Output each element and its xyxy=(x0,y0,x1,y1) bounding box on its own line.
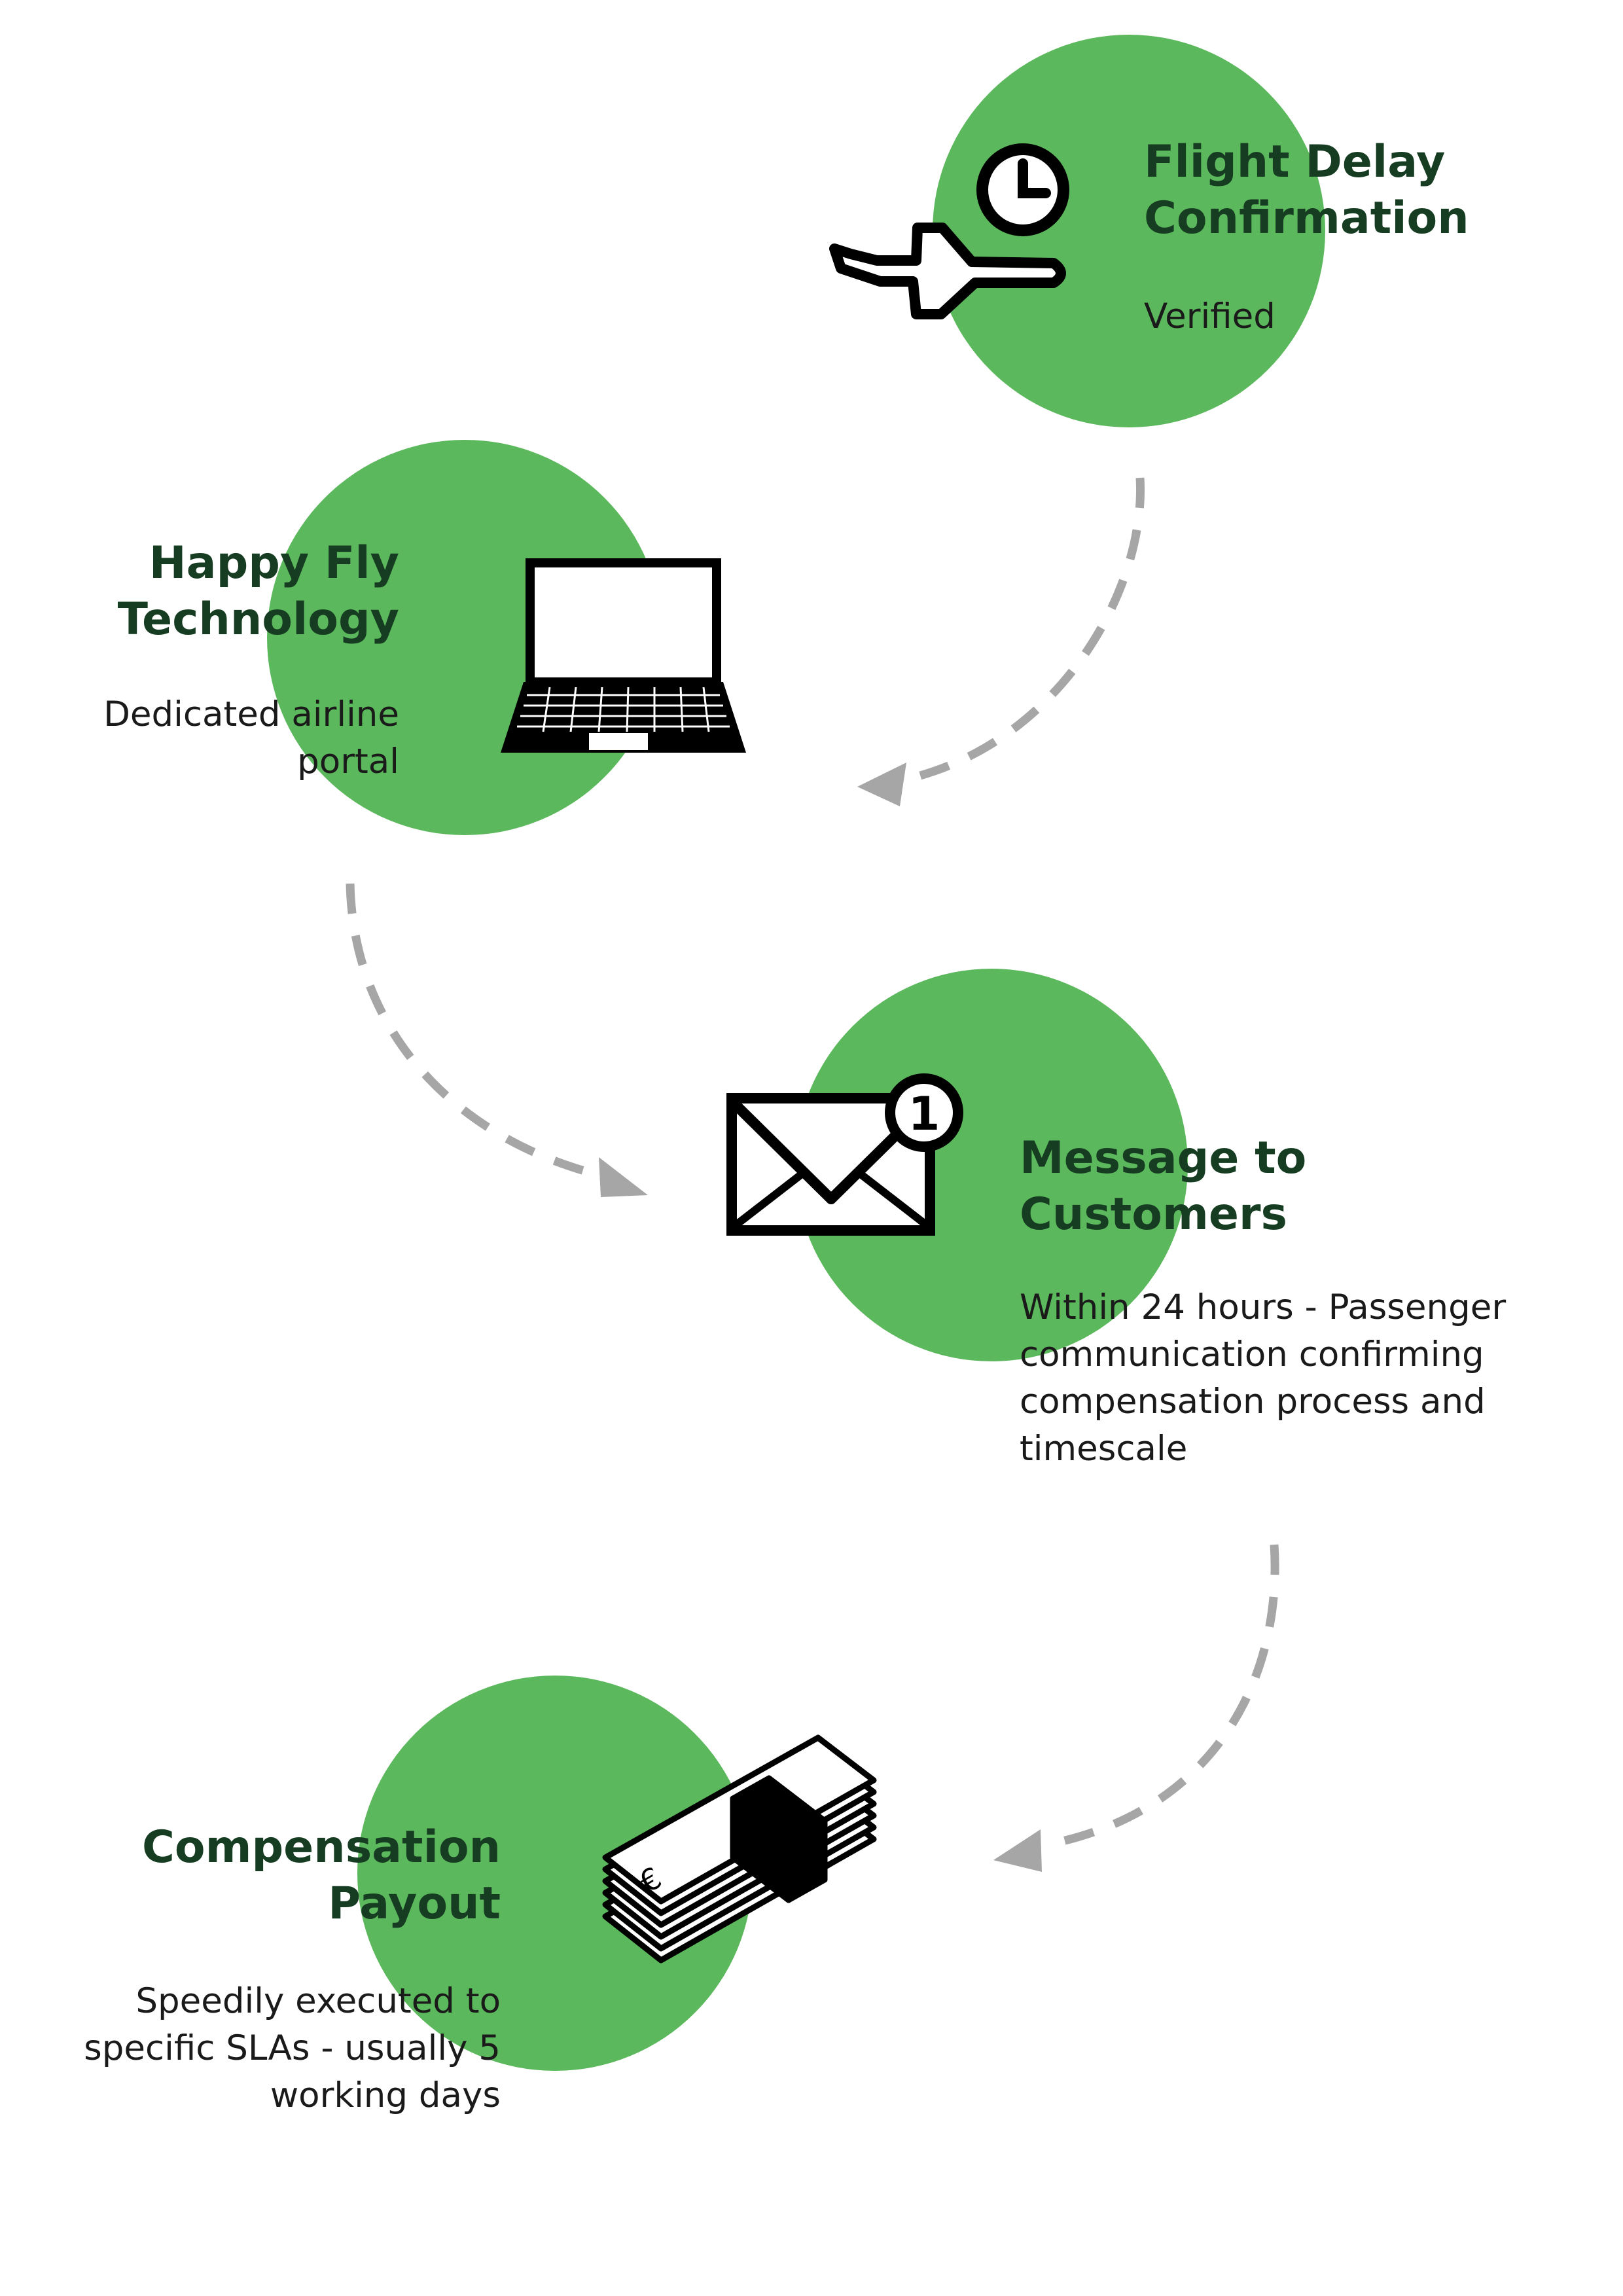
envelope-notification-icon: 1 xyxy=(726,1073,963,1236)
notification-badge xyxy=(885,1073,963,1152)
step-4-circle xyxy=(357,1676,753,2071)
step-1-description: Verified xyxy=(1144,293,1537,340)
step-1-title-line2: Confirmation xyxy=(1144,192,1469,244)
step-4-description-line3: working days xyxy=(270,2075,501,2115)
laptop-icon xyxy=(501,558,746,753)
step-2-title-line2: Technology xyxy=(117,594,399,645)
step-2-description-line1: Dedicated airline xyxy=(103,694,399,734)
step-3-title-line1: Message to xyxy=(1020,1132,1307,1184)
arrow-step3-to-step4 xyxy=(993,1544,1279,1872)
arrow-step1-to-step2 xyxy=(857,477,1145,806)
step-4-description: Speedily executed to specific SLAs - usu… xyxy=(39,1978,501,2119)
notification-count: 1 xyxy=(908,1087,940,1141)
step-2-title-line1: Happy Fly xyxy=(149,537,399,589)
step-3-description-line2: communication confirming xyxy=(1020,1335,1484,1374)
step-2-description: Dedicated airline portal xyxy=(52,691,399,785)
step-2-description-line2: portal xyxy=(297,742,399,781)
step-3-title: Message to Customers xyxy=(1020,1130,1478,1243)
step-4-title-line1: Compensation xyxy=(142,1821,501,1873)
step-1-title-line1: Flight Delay xyxy=(1144,136,1446,188)
arrow-step2-to-step3 xyxy=(346,883,648,1197)
step-4-title-line2: Payout xyxy=(328,1878,501,1929)
step-3-description-line4: timescale xyxy=(1020,1429,1188,1469)
airplane-clock-icon xyxy=(829,143,1069,319)
step-1-description-line: Verified xyxy=(1144,296,1275,336)
banknote-stack-icon xyxy=(602,1734,877,1964)
step-1-circle xyxy=(933,35,1325,427)
step-3-circle xyxy=(795,969,1188,1361)
step-3-description-line1: Within 24 hours - Passenger xyxy=(1020,1287,1507,1327)
step-3-description-line3: compensation process and xyxy=(1020,1382,1486,1422)
step-1-title: Flight Delay Confirmation xyxy=(1144,134,1569,247)
step-4-title: Compensation Payout xyxy=(39,1820,501,1932)
step-4-description-line2: specific SLAs - usually 5 xyxy=(84,2028,501,2068)
step-4-description-line1: Speedily executed to xyxy=(135,1981,501,2021)
step-3-description: Within 24 hours - Passenger communicatio… xyxy=(1020,1284,1556,1473)
step-2-title: Happy Fly Technology xyxy=(52,535,399,648)
step-3-title-line2: Customers xyxy=(1020,1189,1287,1240)
